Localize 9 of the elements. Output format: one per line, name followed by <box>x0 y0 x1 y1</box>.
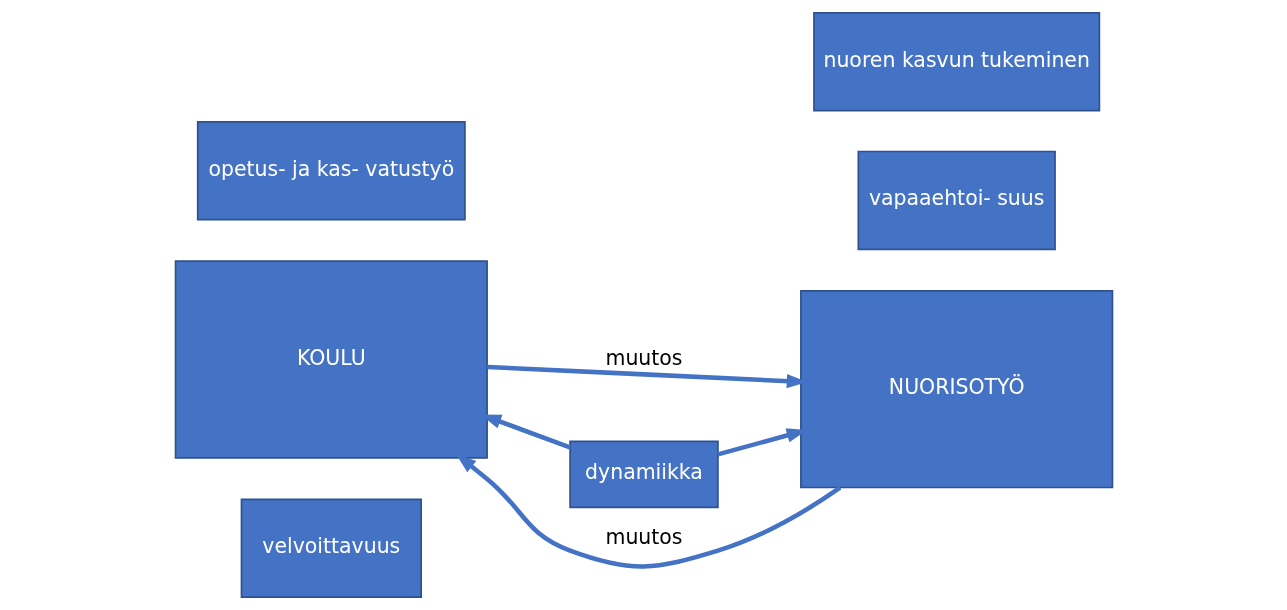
node-box: nuoren kasvun tukeminen <box>812 11 1100 112</box>
edge-label: muutos <box>604 525 683 550</box>
node-box: KOULU <box>174 260 488 459</box>
node-box: velvoittavuus <box>240 498 422 599</box>
node-box: NUORISOTYÖ <box>799 289 1113 489</box>
node-box: opetus- ja kas- vatustyö <box>196 121 466 221</box>
edge-label: muutos <box>604 345 683 370</box>
node-box: dynamiikka <box>568 440 719 509</box>
node-box: vapaaehtoi- suus <box>856 150 1056 251</box>
